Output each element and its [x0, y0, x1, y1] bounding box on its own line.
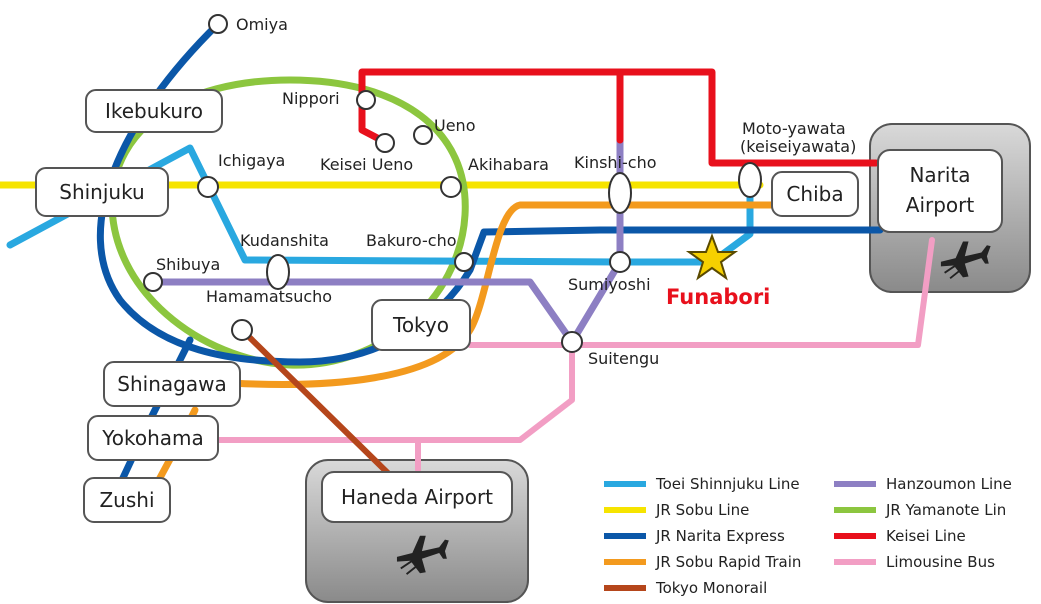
shinjuku-label: Shinjuku	[59, 180, 144, 204]
haneda-label: Haneda Airport	[341, 485, 493, 509]
ikebukuro-hub[interactable]: Ikebukuro	[85, 89, 223, 133]
keisei-ueno-station-marker[interactable]	[375, 133, 395, 153]
legend-label: JR Sobu Line	[655, 501, 749, 519]
yokohama-hub[interactable]: Yokohama	[87, 415, 219, 461]
legend-item: JR Yamanote Lin	[834, 501, 1006, 519]
moto-yawata-label: Moto-yawata	[742, 119, 846, 138]
omiya-station-marker[interactable]	[208, 14, 228, 34]
bakuro-cho-label: Bakuro-cho	[366, 231, 457, 250]
kudanshita-label: Kudanshita	[240, 231, 329, 250]
ueno-station-marker[interactable]	[413, 125, 433, 145]
legend-label: Toei Shinnjuku Line	[655, 475, 800, 493]
shibuya-label: Shibuya	[156, 255, 220, 274]
limousine-bus-line	[467, 237, 935, 348]
legend-item: Limousine Bus	[834, 553, 995, 571]
shinagawa-hub[interactable]: Shinagawa	[103, 361, 241, 407]
funabori-label: Funabori	[666, 285, 770, 309]
kudanshita-station-marker[interactable]	[266, 254, 290, 290]
legend-label: JR Sobu Rapid Train	[655, 553, 801, 571]
legend-item: Tokyo Monorail	[604, 579, 767, 597]
zushi-hub[interactable]: Zushi	[83, 477, 171, 523]
legend-label: Limousine Bus	[886, 553, 995, 571]
hamamatsucho-station-marker[interactable]	[231, 319, 253, 341]
ikebukuro-label: Ikebukuro	[105, 99, 203, 123]
keisei-ueno-label: Keisei Ueno	[320, 155, 413, 174]
tokyo-hub[interactable]: Tokyo	[371, 299, 471, 351]
keiseiyawata-label: (keiseiyawata)	[740, 137, 856, 156]
legend: Toei Shinnjuku Line JR Sobu Line JR Narita…	[604, 475, 1012, 597]
legend-label: Hanzoumon Line	[886, 475, 1012, 493]
tokyo-label: Tokyo	[392, 313, 449, 337]
shinagawa-label: Shinagawa	[117, 372, 226, 396]
ichigaya-station-marker[interactable]	[197, 176, 219, 198]
sumiyoshi-station-marker[interactable]	[609, 251, 631, 273]
funabori-star-icon[interactable]	[685, 233, 739, 281]
moto-yawata-station-marker[interactable]	[738, 162, 762, 198]
bakuro-cho-station-marker[interactable]	[454, 252, 474, 272]
suitengu-station-marker[interactable]	[561, 331, 583, 353]
hamamatsucho-label: Hamamatsucho	[206, 287, 332, 306]
kinshi-cho-label: Kinshi-cho	[574, 153, 657, 172]
chiba-label: Chiba	[786, 182, 843, 206]
legend-item: JR Narita Express	[604, 527, 785, 545]
omiya-label: Omiya	[236, 15, 288, 34]
ichigaya-label: Ichigaya	[218, 151, 285, 170]
yokohama-label: Yokohama	[101, 426, 204, 450]
legend-label: JR Yamanote Lin	[885, 501, 1006, 519]
shibuya-station-marker[interactable]	[143, 272, 163, 292]
tokyo-monorail-line	[239, 327, 398, 483]
akihabara-station-marker[interactable]	[440, 176, 462, 198]
keisei-line	[358, 68, 880, 167]
legend-label: JR Narita Express	[655, 527, 785, 545]
chiba-hub[interactable]: Chiba	[771, 171, 859, 217]
suitengu-label: Suitengu	[588, 349, 659, 368]
legend-item: Hanzoumon Line	[834, 475, 1012, 493]
haneda-airport-hub[interactable]: Haneda Airport	[321, 471, 513, 523]
akihabara-label: Akihabara	[468, 155, 549, 174]
limousine-bus-yokohama	[207, 342, 575, 443]
legend-item: Toei Shinnjuku Line	[604, 475, 800, 493]
zushi-label: Zushi	[99, 488, 154, 512]
shinjuku-hub[interactable]: Shinjuku	[35, 167, 169, 217]
legend-label: Tokyo Monorail	[655, 579, 767, 597]
narita-label-line2: Airport	[906, 193, 975, 217]
legend-item: JR Sobu Rapid Train	[604, 553, 801, 571]
nippori-label: Nippori	[282, 89, 340, 108]
legend-label: Keisei Line	[886, 527, 966, 545]
legend-item: Keisei Line	[834, 527, 966, 545]
nippori-station-marker[interactable]	[356, 90, 376, 110]
kinshi-cho-station-marker[interactable]	[608, 172, 632, 214]
legend-item: JR Sobu Line	[604, 501, 749, 519]
narita-label-line1: Narita	[909, 163, 970, 187]
ueno-label: Ueno	[434, 116, 475, 135]
narita-airport-hub[interactable]: Narita Airport	[877, 149, 1003, 233]
sumiyoshi-label: Sumiyoshi	[568, 275, 651, 294]
